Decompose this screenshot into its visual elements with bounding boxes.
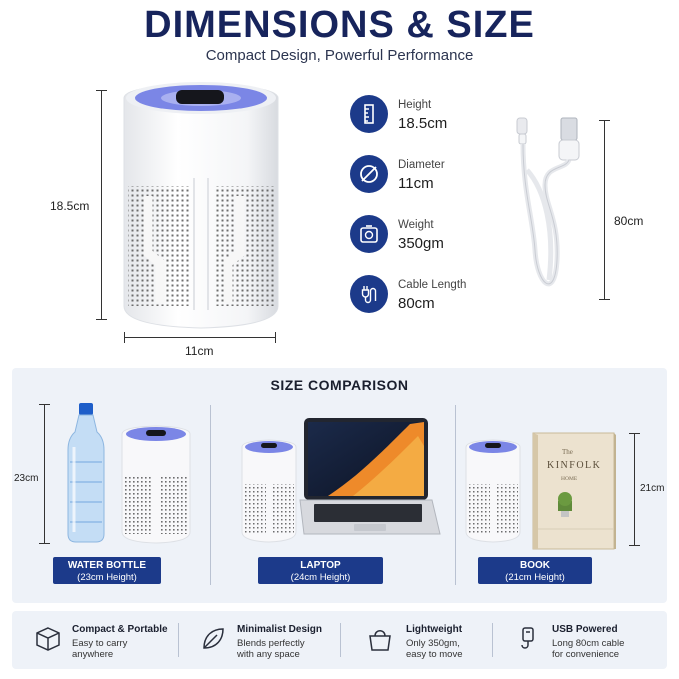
diameter-icon — [350, 155, 388, 193]
feature-design-line1: Blends perfectly — [237, 638, 305, 649]
comparison-badge-bottle: WATER BOTTLE (23cm Height) — [53, 557, 161, 584]
bottle-dimension-label: 23cm — [14, 473, 39, 484]
comparison-name-book: BOOK — [520, 560, 550, 571]
box-icon — [34, 625, 62, 658]
comparison-divider-2 — [455, 405, 456, 585]
book-dimension-label: 21cm — [640, 483, 665, 494]
cable-dimension-cap-top — [599, 120, 610, 121]
feature-compact-line1: Easy to carry — [72, 638, 128, 649]
book-dimension-cap-top — [629, 433, 640, 434]
width-dimension-cap-left — [124, 332, 125, 343]
feature-usb-line2: for convenience — [552, 649, 620, 660]
spec-height-value: 18.5cm — [398, 115, 448, 132]
comparison-divider-1 — [210, 405, 211, 585]
height-dimension-label: 18.5cm — [50, 199, 90, 213]
purifier-image-1 — [120, 424, 192, 546]
book-cover-sub: HOME — [561, 476, 578, 482]
features-bar — [12, 611, 667, 669]
feature-compact-line2: anywhere — [72, 649, 114, 660]
comparison-name-laptop: LAPTOP — [300, 560, 341, 571]
bottle-dimension-cap-bottom — [39, 543, 50, 544]
water-bottle-image — [64, 402, 108, 544]
bag-icon — [366, 625, 394, 658]
feature-separator-3 — [492, 623, 493, 657]
page-title: DIMENSIONS & SIZE — [144, 4, 535, 46]
feature-design-title: Minimalist Design — [237, 624, 323, 635]
width-dimension-cap-right — [275, 332, 276, 343]
page-subtitle: Compact Design, Powerful Performance — [205, 47, 474, 64]
cable-dimension-label: 80cm — [614, 214, 644, 228]
feature-design-line2: with any space — [237, 649, 300, 660]
feature-lightweight-line1: Only 350gm, — [406, 638, 460, 649]
cable-dimension-line — [604, 120, 605, 300]
width-dimension-line — [124, 337, 276, 338]
spec-weight-value: 350gm — [398, 235, 444, 252]
feature-usb-line1: Long 80cm cable — [552, 638, 625, 649]
size-comparison-title: SIZE COMPARISON — [270, 377, 409, 393]
bottle-dimension-line — [44, 404, 45, 544]
ruler-icon — [350, 95, 388, 133]
purifier-image-3 — [464, 438, 522, 544]
comparison-badge-laptop: LAPTOP (24cm Height) — [258, 557, 383, 584]
feature-lightweight-line2: easy to move — [406, 649, 463, 660]
height-dimension-cap-bottom — [96, 319, 107, 320]
comparison-name-bottle: WATER BOTTLE — [67, 560, 147, 571]
comparison-detail-book: (21cm Height) — [505, 572, 565, 583]
spec-cable-value: 80cm — [398, 295, 435, 312]
feature-lightweight-title: Lightweight — [406, 624, 463, 635]
height-dimension-cap-top — [96, 90, 107, 91]
feature-usb-title: USB Powered — [552, 624, 618, 635]
usb-plug-icon — [514, 625, 542, 658]
spec-weight-label: Weight — [398, 219, 434, 231]
spec-diameter-value: 11cm — [398, 175, 434, 192]
book-cover-the: The — [562, 448, 573, 456]
comparison-badge-book: BOOK (21cm Height) — [478, 557, 592, 584]
height-dimension-line — [101, 90, 102, 320]
usb-cable-image — [505, 110, 595, 310]
scale-icon — [350, 215, 388, 253]
book-dimension-cap-bottom — [629, 545, 640, 546]
book-dimension-line — [634, 433, 635, 546]
cable-dimension-cap-bottom — [599, 299, 610, 300]
air-purifier-drawing — [123, 82, 279, 329]
comparison-detail-laptop: (24cm Height) — [290, 572, 351, 583]
laptop-image — [298, 416, 442, 540]
leaf-icon — [199, 625, 227, 658]
comparison-detail-bottle: (23cm Height) — [77, 572, 137, 583]
book-image — [530, 431, 618, 551]
bottle-dimension-cap-top — [39, 404, 50, 405]
spec-cable-label: Cable Length — [398, 279, 467, 291]
feature-compact-title: Compact & Portable — [72, 624, 168, 635]
cable-icon — [350, 275, 388, 313]
width-dimension-label: 11cm — [185, 344, 214, 358]
feature-separator-2 — [340, 623, 341, 657]
book-cover-brand: KINFOLK — [547, 460, 602, 471]
purifier-image-2 — [240, 438, 298, 544]
spec-diameter-label: Diameter — [398, 159, 445, 171]
feature-separator-1 — [178, 623, 179, 657]
spec-height-label: Height — [398, 99, 432, 111]
main-product-image — [120, 78, 282, 336]
